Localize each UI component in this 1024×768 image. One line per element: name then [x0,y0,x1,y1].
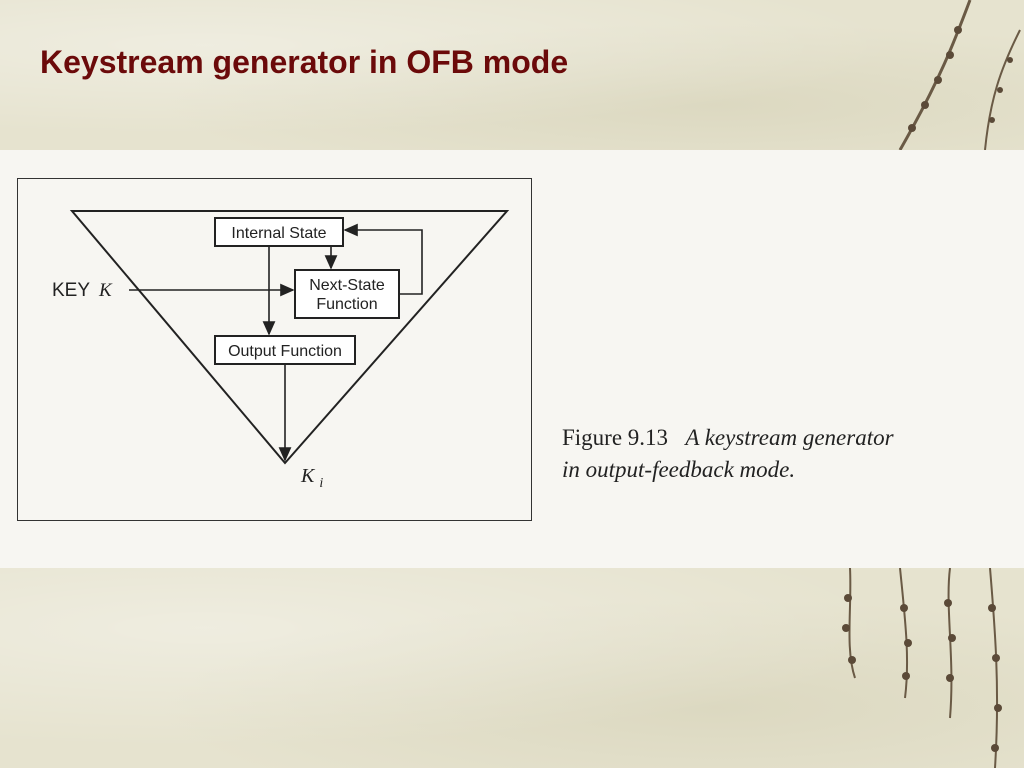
caption-line-2: in output-feedback mode. [562,457,796,482]
output-keystream-label: K i [300,465,323,491]
internal-state-label: Internal State [231,225,326,242]
output-function-label: Output Function [228,343,342,360]
figure-frame [17,178,532,521]
slide-title: Keystream generator in OFB mode [40,44,569,80]
branch-decoration-top-right [898,0,1021,150]
figure-caption: Figure 9.13 A keystream generator in out… [562,422,894,486]
key-label: KEY K [52,280,113,301]
caption-line-1: A keystream generator [685,425,894,450]
next-state-function-box [294,269,400,319]
ofb-diagram: Internal State Next-State Function Outpu… [52,210,510,491]
figure-number: Figure 9.13 [562,425,669,450]
generator-triangle [69,210,510,465]
next-state-label-line2: Function [316,296,377,313]
branch-decoration-bottom-right [842,568,1002,768]
next-state-label-line1: Next-State [309,277,385,294]
arrow-feedback [343,223,423,295]
slide-header-band [0,0,1024,150]
internal-state-box [214,217,344,247]
scanned-figure-area [0,150,1024,568]
